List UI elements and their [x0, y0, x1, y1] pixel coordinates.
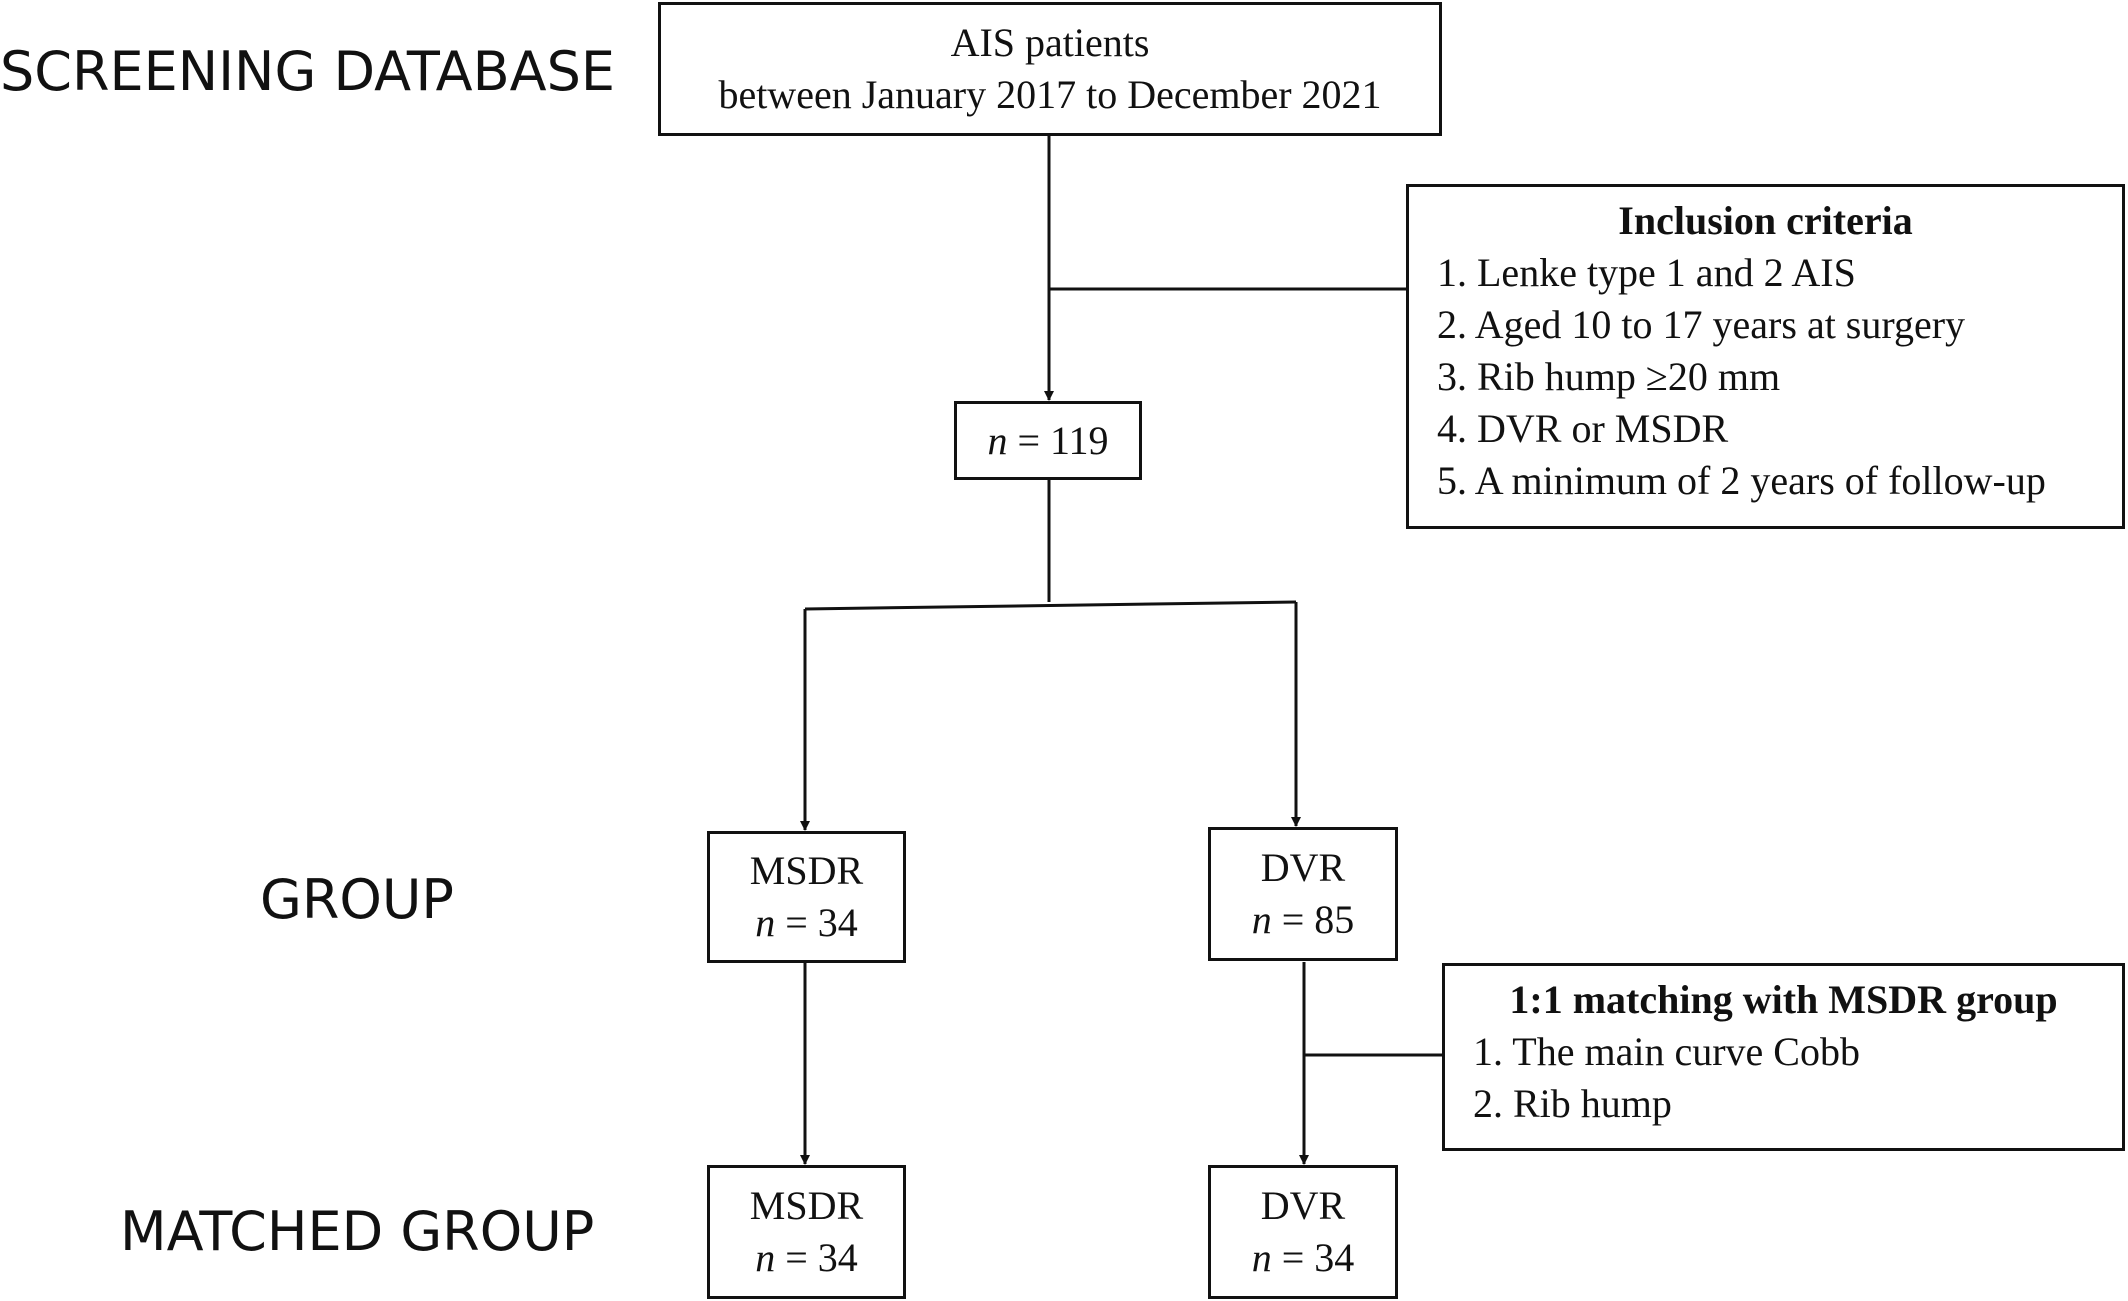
n-symbol: n — [987, 417, 1008, 463]
msdr-group-name: MSDR — [749, 848, 864, 893]
matching-item: 1. The main curve Cobb — [1473, 1029, 1860, 1074]
inclusion-criteria-box: Inclusion criteria 1. Lenke type 1 and 2… — [1406, 184, 2125, 529]
msdr-matched-name: MSDR — [749, 1183, 864, 1228]
dvr-group-count: n = 85 — [1252, 894, 1355, 946]
n-symbol: n — [1251, 1235, 1272, 1280]
dvr-group-name: DVR — [1260, 845, 1346, 890]
inclusion-item: 2. Aged 10 to 17 years at surgery — [1437, 302, 1966, 347]
dvr-matched-value: 34 — [1314, 1235, 1355, 1280]
matching-item: 2. Rib hump — [1473, 1081, 1672, 1126]
matching-title: 1:1 matching with MSDR group — [1509, 977, 2058, 1022]
dvr-group-value: 85 — [1314, 897, 1355, 942]
equals-sign: = — [1007, 417, 1051, 463]
msdr-matched-box: MSDR n = 34 — [707, 1165, 906, 1299]
msdr-group-box: MSDR n = 34 — [707, 831, 906, 963]
equals-sign: = — [775, 900, 818, 945]
total-value: 119 — [1050, 417, 1109, 463]
split-horizontal — [804, 600, 1297, 611]
dvr-group-box: DVR n = 85 — [1208, 827, 1398, 961]
dvr-matched-name: DVR — [1260, 1183, 1346, 1228]
total-box: n = 119 — [954, 401, 1142, 480]
dvr-matched-count: n = 34 — [1252, 1232, 1355, 1284]
inclusion-item: 5. A minimum of 2 years of follow-up — [1437, 458, 2046, 503]
equals-sign: = — [775, 1235, 818, 1280]
n-symbol: n — [1251, 897, 1272, 942]
stage-label-screening: SCREENING DATABASE — [0, 40, 615, 103]
source-line-1: AIS patients — [950, 20, 1150, 65]
stage-label-matched: MATCHED GROUP — [120, 1200, 595, 1263]
inclusion-item: 4. DVR or MSDR — [1437, 406, 1729, 451]
n-symbol: n — [755, 1235, 776, 1280]
msdr-matched-value: 34 — [817, 1235, 858, 1280]
msdr-group-value: 34 — [817, 900, 858, 945]
inclusion-item: 1. Lenke type 1 and 2 AIS — [1437, 250, 1856, 295]
total-count: n = 119 — [987, 415, 1108, 467]
msdr-group-count: n = 34 — [755, 897, 858, 949]
inclusion-title: Inclusion criteria — [1618, 198, 1913, 243]
source-box: AIS patients between January 2017 to Dec… — [658, 2, 1442, 136]
source-line-2: between January 2017 to December 2021 — [718, 72, 1382, 117]
matching-criteria-box: 1:1 matching with MSDR group 1. The main… — [1442, 963, 2125, 1151]
stage-label-group: GROUP — [260, 868, 454, 931]
equals-sign: = — [1271, 897, 1315, 942]
inclusion-item: 3. Rib hump ≥20 mm — [1437, 354, 1781, 399]
msdr-matched-count: n = 34 — [755, 1232, 858, 1284]
n-symbol: n — [755, 900, 776, 945]
equals-sign: = — [1271, 1235, 1315, 1280]
dvr-matched-box: DVR n = 34 — [1208, 1165, 1398, 1299]
